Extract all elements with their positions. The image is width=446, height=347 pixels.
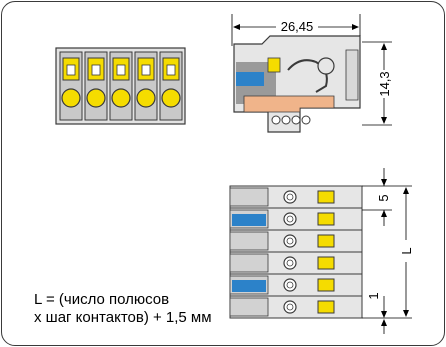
formula-line-1: L = (число полюсов <box>34 291 170 308</box>
stack-pole <box>229 251 363 275</box>
stack-pole <box>229 295 363 319</box>
height-dimension: 14,3 <box>362 41 392 126</box>
contact-side <box>243 95 335 113</box>
formula-line-2: х шаг контактов) + 1,5 мм <box>34 309 212 326</box>
stack-pole <box>229 273 363 297</box>
tail-dimension: 1 <box>362 292 392 334</box>
stack-pole <box>229 207 363 231</box>
front-pole <box>109 51 133 121</box>
front-pole <box>134 51 158 121</box>
front-pole <box>84 51 108 121</box>
width-label: 26,45 <box>281 19 314 34</box>
pitch-dimension: 5 <box>362 168 392 226</box>
stack-pole <box>229 229 363 253</box>
length-dimension: L <box>392 185 414 319</box>
height-label: 14,3 <box>377 71 392 96</box>
side-view <box>233 35 361 133</box>
width-dimension: 26,45 <box>231 14 361 46</box>
pitch-label: 5 <box>376 194 391 201</box>
stack-pole <box>229 185 363 209</box>
length-label: L <box>399 247 414 254</box>
front-view <box>55 47 186 125</box>
release-button-side <box>236 72 264 86</box>
stack-view <box>229 185 363 319</box>
tail-label: 1 <box>366 292 381 299</box>
front-pole <box>59 51 83 121</box>
length-formula: L = (число полюсов х шаг контактов) + 1,… <box>34 291 212 327</box>
front-pole <box>159 51 183 121</box>
